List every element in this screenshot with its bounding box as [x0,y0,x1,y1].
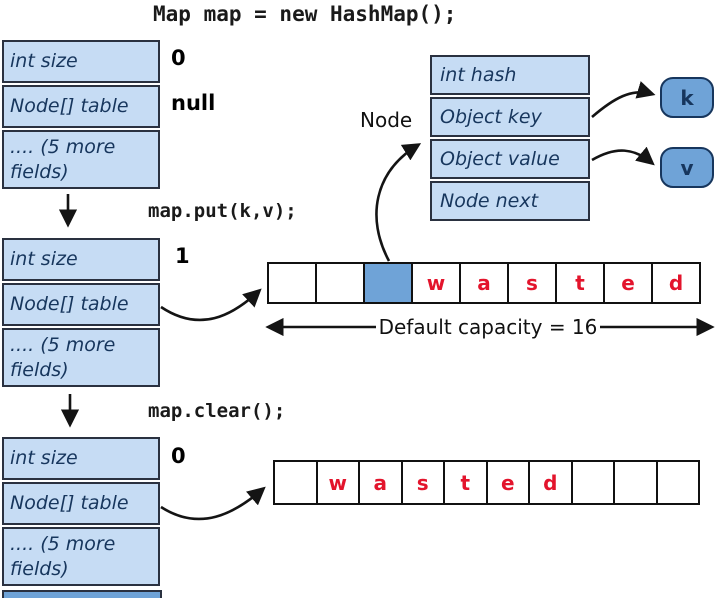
array-cell: e [485,460,530,505]
size-value-2: 1 [175,244,190,268]
array-cell: s [507,262,557,304]
size-value-1: 0 [171,46,186,70]
default-capacity-caption: Default capacity = 16 [378,315,598,339]
node-label: Node [360,108,413,132]
code-title: Map map = new HashMap(); [153,2,457,26]
map-object-state-3: int size Node[] table .... (5 more field… [2,437,160,586]
field-int-hash: int hash [430,55,590,95]
field-more-fields: .... (5 more fields) [2,527,160,586]
field-int-size: int size [2,437,160,480]
array-cell [655,460,700,505]
field-node-table: Node[] table [2,283,160,326]
map-object-state-1: int size Node[] table .... (5 more field… [2,40,160,189]
field-object-value: Object value [430,139,590,179]
node-object: int hash Object key Object value Node ne… [430,55,590,221]
array-cell [273,460,318,505]
clear-call-label: map.clear(); [148,400,286,422]
array-cell [570,460,615,505]
bucket-array-capacity16: w a s t e d [267,262,701,304]
cutoff-box-strip [2,590,162,598]
array-cell [315,262,365,304]
array-cell: t [555,262,605,304]
arrow-bucket-to-node [375,143,422,262]
key-ref-box: k [660,77,714,118]
field-node-next: Node next [430,181,590,221]
field-int-size: int size [2,238,160,281]
bucket-array-cleared: w a s t e d [273,460,700,505]
array-cell: w [315,460,360,505]
array-cell: w [411,262,461,304]
arrow-key-to-k [591,81,656,118]
array-cell: a [358,460,403,505]
field-node-table: Node[] table [2,85,160,128]
array-cell: a [459,262,509,304]
field-more-fields: .... (5 more fields) [2,130,160,189]
arrow-value-to-v [591,146,655,166]
array-cell [613,460,658,505]
put-call-label: map.put(k,v); [148,200,297,222]
array-cell-occupied [363,262,413,304]
array-cell: d [528,460,573,505]
array-cell: e [603,262,653,304]
arrow-table-to-array1 [160,288,262,322]
field-int-size: int size [2,40,160,83]
field-more-fields: .... (5 more fields) [2,328,160,387]
field-object-key: Object key [430,97,590,137]
array-cell: s [400,460,445,505]
field-node-table: Node[] table [2,482,160,525]
value-ref-box: v [660,147,714,188]
size-value-3: 0 [171,444,186,468]
arrow-table-to-array2 [160,486,266,521]
array-cell: t [443,460,488,505]
array-cell [267,262,317,304]
table-value-null: null [171,91,216,115]
array-cell: d [651,262,701,304]
map-object-state-2: int size Node[] table .... (5 more field… [2,238,160,387]
